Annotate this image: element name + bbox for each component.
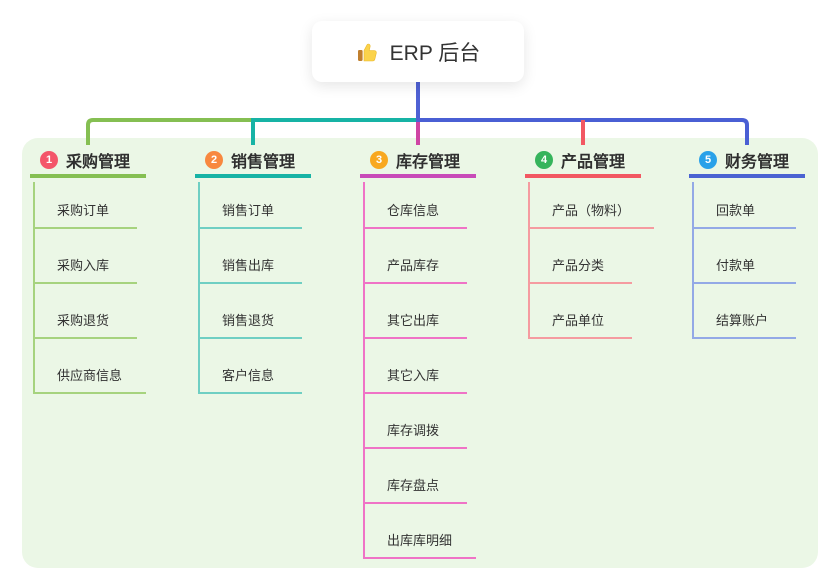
branch-title: 销售管理 bbox=[231, 154, 296, 171]
branch-number-badge: 2 bbox=[205, 151, 223, 169]
branch-number-badge: 4 bbox=[535, 151, 553, 169]
root-title: ERP 后台 bbox=[389, 41, 481, 65]
child-node-label[interactable]: 销售退货 bbox=[198, 310, 302, 339]
child-node-label[interactable]: 采购退货 bbox=[33, 310, 137, 339]
branch-number-badge: 5 bbox=[699, 151, 717, 169]
child-node-label[interactable]: 其它出库 bbox=[363, 310, 467, 339]
child-node-label[interactable]: 销售订单 bbox=[198, 200, 302, 229]
child-node-label[interactable]: 出库库明细 bbox=[363, 530, 477, 559]
branch-node-1[interactable]: 1 采购管理 bbox=[30, 146, 146, 178]
child-node-label[interactable]: 产品单位 bbox=[528, 310, 632, 339]
child-node-label[interactable]: 采购订单 bbox=[33, 200, 137, 229]
child-node-label[interactable]: 回款单 bbox=[692, 200, 796, 229]
child-node-label[interactable]: 付款单 bbox=[692, 255, 796, 284]
child-node-label[interactable]: 产品（物料） bbox=[528, 200, 655, 229]
branch-spine-line bbox=[363, 182, 365, 559]
child-node-label[interactable]: 产品分类 bbox=[528, 255, 632, 284]
child-node-label[interactable]: 产品库存 bbox=[363, 255, 467, 284]
mindmap-background-panel bbox=[22, 138, 818, 568]
child-node-label[interactable]: 结算账户 bbox=[692, 310, 796, 339]
child-node-label[interactable]: 销售出库 bbox=[198, 255, 302, 284]
root-node-erp[interactable]: ERP 后台 bbox=[312, 21, 524, 82]
child-node-label[interactable]: 其它入库 bbox=[363, 365, 467, 394]
branch-spine-line bbox=[33, 182, 35, 394]
branch-title: 财务管理 bbox=[725, 154, 790, 171]
branch-node-5[interactable]: 5 财务管理 bbox=[689, 146, 805, 178]
branch-node-4[interactable]: 4 产品管理 bbox=[525, 146, 641, 178]
branch-title: 产品管理 bbox=[561, 154, 626, 171]
branch-number-badge: 1 bbox=[40, 151, 58, 169]
branch-spine-line bbox=[198, 182, 200, 394]
branch-title: 库存管理 bbox=[396, 154, 461, 171]
child-node-label[interactable]: 供应商信息 bbox=[33, 365, 147, 394]
child-node-label[interactable]: 客户信息 bbox=[198, 365, 302, 394]
thumbs-up-icon bbox=[356, 40, 380, 64]
branch-title: 采购管理 bbox=[66, 154, 131, 171]
branch-spine-line bbox=[692, 182, 694, 339]
child-node-label[interactable]: 库存调拨 bbox=[363, 420, 467, 449]
branch-spine-line bbox=[528, 182, 530, 339]
child-node-label[interactable]: 库存盘点 bbox=[363, 475, 467, 504]
branch-number-badge: 3 bbox=[370, 151, 388, 169]
child-node-label[interactable]: 采购入库 bbox=[33, 255, 137, 284]
branch-node-2[interactable]: 2 销售管理 bbox=[195, 146, 311, 178]
child-node-label[interactable]: 仓库信息 bbox=[363, 200, 467, 229]
branch-node-3[interactable]: 3 库存管理 bbox=[360, 146, 476, 178]
